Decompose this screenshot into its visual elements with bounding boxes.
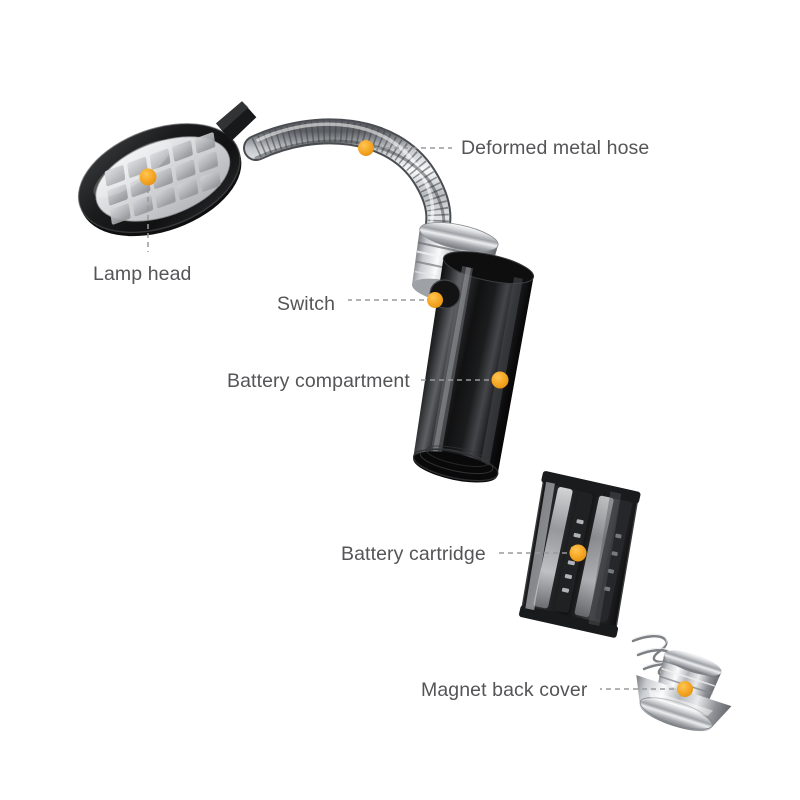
callout-label-lamp-head: Lamp head — [93, 263, 192, 285]
callout-label-battery-cartridge: Battery cartridge — [341, 543, 486, 565]
marker-battery-cartridge — [569, 544, 587, 562]
led-array — [104, 132, 221, 225]
battery-cartridge-part — [519, 471, 641, 638]
callout-label-switch: Switch — [277, 293, 336, 315]
magnet-back-cover-part — [636, 650, 732, 732]
battery-cells — [533, 487, 633, 622]
marker-switch — [427, 292, 443, 308]
leader-lines — [147, 147, 674, 690]
callout-markers — [139, 140, 693, 697]
metal-hose-part — [243, 118, 452, 265]
marker-battery-compartment — [491, 371, 509, 389]
lamp-head-part — [77, 101, 257, 237]
marker-magnet-back-cover — [677, 681, 693, 697]
battery-compartment-part — [412, 251, 535, 483]
marker-lamp-head — [139, 168, 157, 186]
marker-hose — [358, 140, 374, 156]
callout-label-magnet-back-cover: Magnet back cover — [421, 679, 588, 701]
callout-label-battery-compartment: Battery compartment — [227, 370, 410, 392]
callout-label-deformed-metal-hose: Deformed metal hose — [461, 137, 650, 159]
